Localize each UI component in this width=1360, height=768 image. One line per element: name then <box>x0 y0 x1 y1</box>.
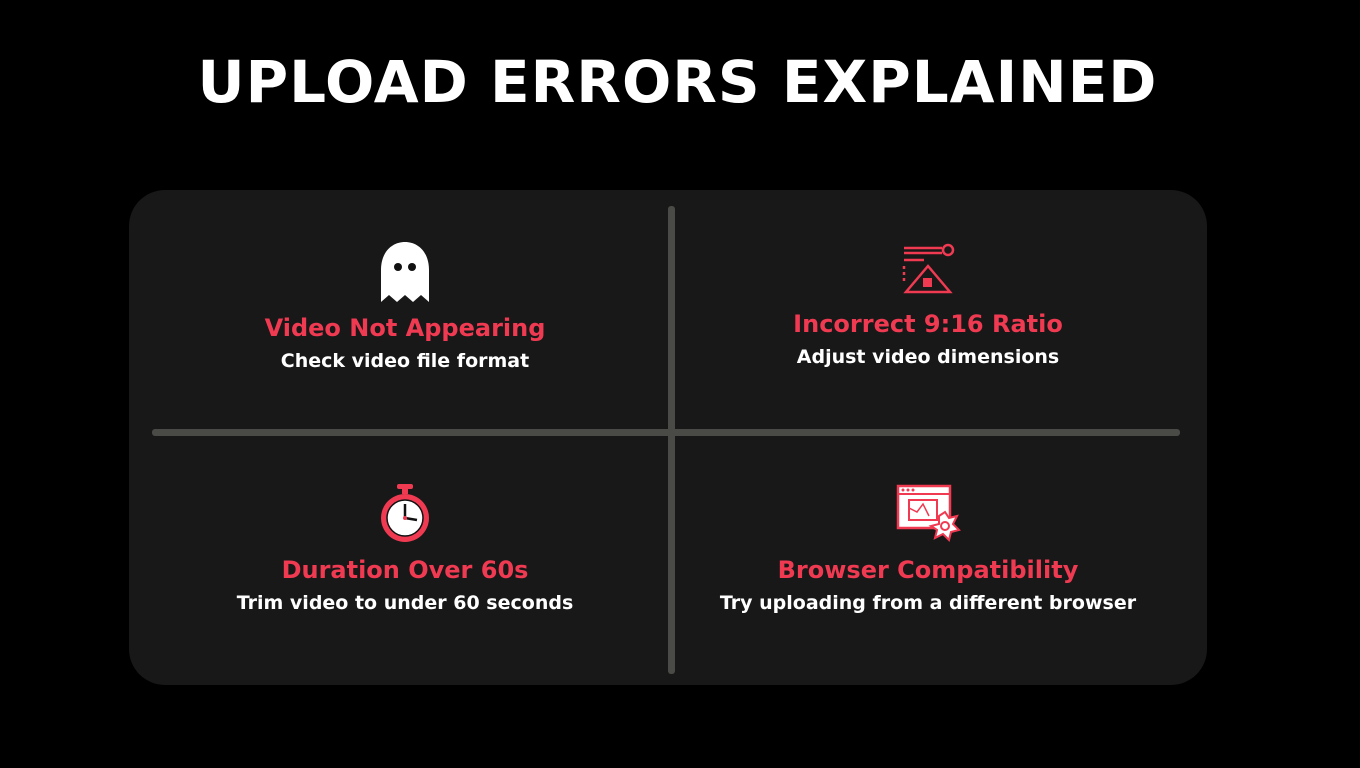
card-heading: Duration Over 60s <box>281 556 529 584</box>
stopwatch-icon <box>381 484 429 542</box>
card-subtext: Adjust video dimensions <box>796 346 1060 368</box>
browser-error-icon <box>896 484 961 542</box>
card-heading: Video Not Appearing <box>264 314 546 342</box>
card-video-not-appearing: Video Not Appearing Check video file for… <box>145 240 665 372</box>
page-title: UPLOAD ERRORS EXPLAINED <box>197 48 1158 116</box>
card-subtext: Check video file format <box>280 350 530 372</box>
card-subtext: Trim video to under 60 seconds <box>236 592 574 614</box>
vertical-divider <box>668 206 675 674</box>
ghost-icon <box>381 242 429 302</box>
card-browser-compatibility: Browser Compatibility Try uploading from… <box>668 482 1188 614</box>
aspect-ratio-warning-icon <box>902 243 955 294</box>
horizontal-divider <box>152 429 1180 436</box>
card-heading: Browser Compatibility <box>777 556 1079 584</box>
card-heading: Incorrect 9:16 Ratio <box>793 310 1063 338</box>
card-incorrect-ratio: Incorrect 9:16 Ratio Adjust video dimens… <box>668 240 1188 368</box>
card-subtext: Try uploading from a different browser <box>719 592 1137 614</box>
card-duration: Duration Over 60s Trim video to under 60… <box>145 482 665 614</box>
